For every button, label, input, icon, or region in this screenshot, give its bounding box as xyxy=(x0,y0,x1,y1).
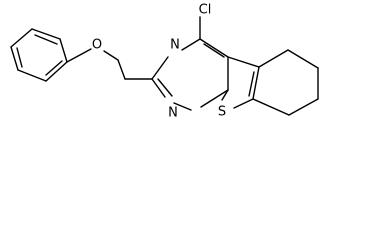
phenyl-ring xyxy=(10,28,68,82)
pyrimidine-ring xyxy=(151,38,229,111)
sulfur-atom-label: S xyxy=(218,105,226,120)
oxymethylene-linker xyxy=(66,48,153,80)
nitrogen-bottom-atom-label: N xyxy=(168,106,178,121)
nitrogen-top-atom-label: N xyxy=(170,38,180,53)
chemical-structure-diagram: Cl O N N S xyxy=(10,3,319,121)
oxygen-atom-label: O xyxy=(92,38,102,53)
chlorine-atom-label: Cl xyxy=(199,3,212,18)
thiophene-ring xyxy=(221,56,260,109)
tetrahydro-ring xyxy=(252,49,319,116)
